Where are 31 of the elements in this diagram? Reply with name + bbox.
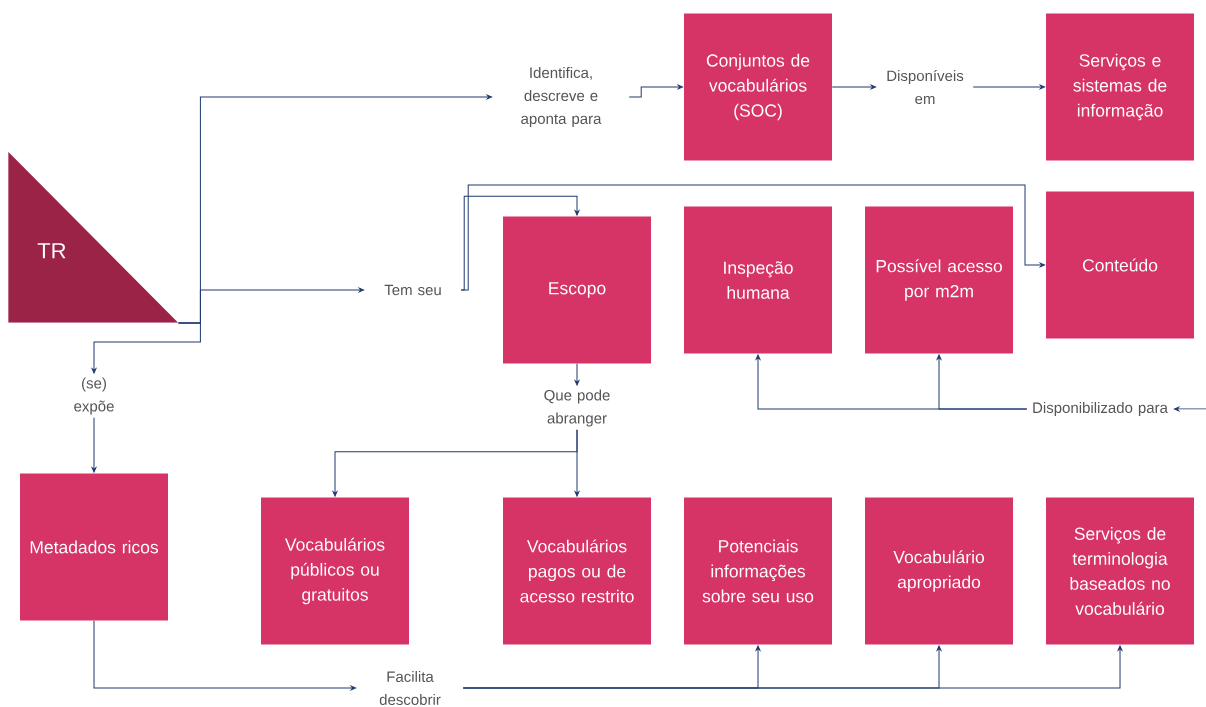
arrow xyxy=(628,84,684,98)
arrow xyxy=(574,363,580,386)
process-box: Possível acesso por m2m xyxy=(865,206,1013,354)
arrow xyxy=(1174,406,1206,412)
edge-text: Que pode abranger xyxy=(544,389,610,427)
process-box: Conjuntos de vocabulários (SOC) xyxy=(684,13,832,161)
edge-text: (se) expõe xyxy=(74,377,114,415)
process-box: Serviços e sistemas de informação xyxy=(1046,13,1194,161)
process-box: Vocabulários públicos ou gratuitos xyxy=(261,497,409,645)
edge-text: Disponibilizado para xyxy=(1033,402,1168,416)
arrow xyxy=(936,354,1028,410)
edge-text: Disponíveis em xyxy=(887,69,964,105)
edge-text: Facilita descobrir xyxy=(379,671,441,705)
arrow xyxy=(574,429,580,497)
process-box: Vocabulários pagos ou de acesso restrito xyxy=(503,497,651,645)
arrow xyxy=(93,620,357,691)
process-box: Inspeção humana xyxy=(684,206,832,354)
arrow xyxy=(460,184,1046,291)
arrow xyxy=(91,417,97,473)
process-box: Vocabulário apropriado xyxy=(865,497,1013,645)
process-box: Conteúdo xyxy=(1046,191,1194,339)
process-box: Potenciais informações sobre seu uso xyxy=(684,497,832,645)
process-box: Serviços de terminologia baseados no vocabulário xyxy=(1046,497,1194,645)
arrow xyxy=(462,645,1123,689)
edge-text: Identifica, descreve e aponta para xyxy=(521,67,602,127)
arrow xyxy=(91,322,201,374)
edge-text: Tem seu xyxy=(384,284,441,296)
process-box: Metadados ricos xyxy=(20,473,168,621)
arrow xyxy=(831,84,877,90)
process-box: Escopo xyxy=(503,216,651,364)
arrow xyxy=(972,84,1046,90)
